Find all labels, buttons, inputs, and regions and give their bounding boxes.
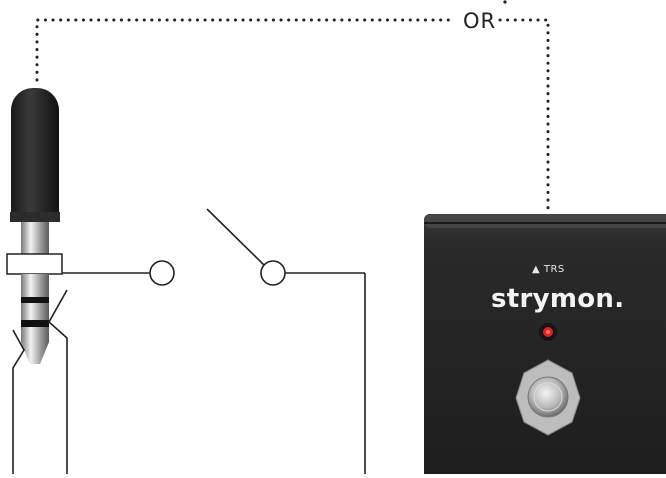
- dotted-alternative-connector: [35, 0, 550, 214]
- trs-plug-icon: [6, 88, 63, 364]
- or-label: OR: [463, 9, 497, 33]
- spst-switch-icon: [62, 208, 366, 474]
- footswitch-pedal-icon: [424, 214, 666, 478]
- jack-socket-outline: [12, 289, 68, 474]
- brand-logo-text: strymon.: [491, 284, 625, 314]
- trs-badge: ▲ TRS: [532, 264, 565, 275]
